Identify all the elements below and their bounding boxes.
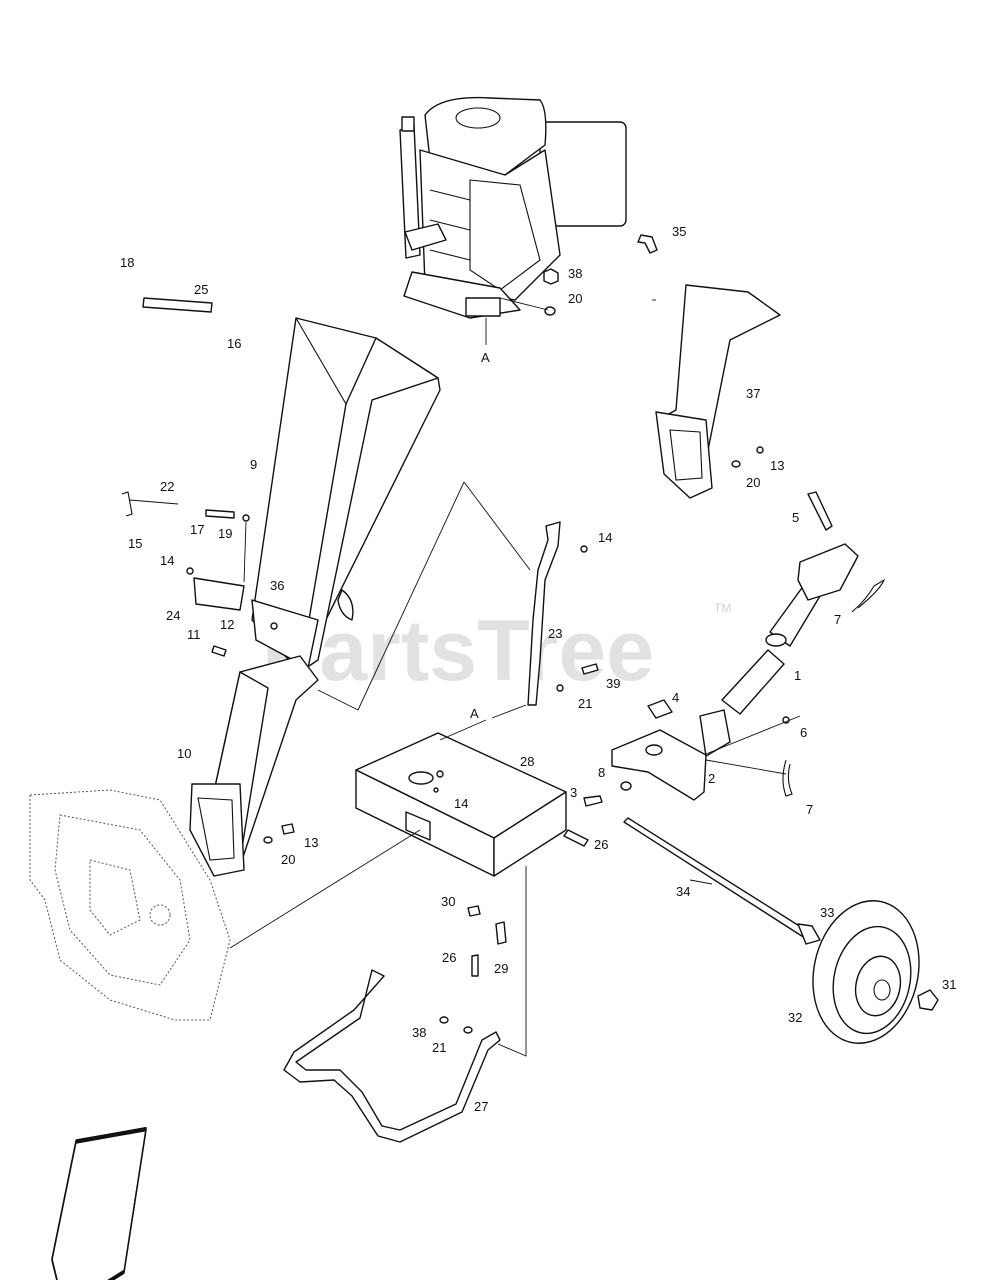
part-7-hairpin-upper[interactable] bbox=[851, 578, 886, 613]
callout-17: 17 bbox=[190, 522, 204, 537]
callout-24: 24 bbox=[166, 608, 180, 623]
callout-4: 4 bbox=[672, 690, 679, 705]
callout-26-frame: 26 bbox=[594, 837, 608, 852]
callout-21-lower: 21 bbox=[432, 1040, 446, 1055]
part-33-bushing[interactable] bbox=[797, 923, 821, 945]
reference-a-engine: A bbox=[481, 350, 490, 365]
callout-16: 16 bbox=[227, 336, 241, 351]
callout-13-lower: 13 bbox=[304, 835, 318, 850]
part-35-elbow[interactable] bbox=[637, 234, 658, 254]
chipper-housing-ghost bbox=[29, 789, 231, 1021]
callout-14-upper: 14 bbox=[598, 530, 612, 545]
callout-31: 31 bbox=[942, 977, 956, 992]
callout-32: 32 bbox=[788, 1010, 802, 1025]
part-27-leg-stand[interactable] bbox=[283, 969, 501, 1143]
callout-20-lower: 20 bbox=[281, 852, 295, 867]
callout-23: 23 bbox=[548, 626, 562, 641]
part-23-handle-rod[interactable] bbox=[527, 521, 561, 706]
part-4-pin[interactable] bbox=[647, 699, 673, 719]
part-28-frame[interactable] bbox=[355, 732, 567, 877]
callout-18: 18 bbox=[120, 255, 134, 270]
callout-13-upper: 13 bbox=[770, 458, 784, 473]
callout-33: 33 bbox=[820, 905, 834, 920]
callout-6: 6 bbox=[800, 725, 807, 740]
reference-a-frame: A bbox=[470, 706, 479, 721]
callout-22: 22 bbox=[160, 479, 174, 494]
callout-2: 2 bbox=[708, 771, 715, 786]
callout-15: 15 bbox=[128, 536, 142, 551]
callout-37: 37 bbox=[746, 386, 760, 401]
callout-26-lower: 26 bbox=[442, 950, 456, 965]
engine-nut-washer[interactable] bbox=[543, 268, 559, 316]
part-25-strip[interactable] bbox=[142, 297, 213, 313]
callout-20-engine: 20 bbox=[568, 291, 582, 306]
callout-20-chute: 20 bbox=[746, 475, 760, 490]
callout-10: 10 bbox=[177, 746, 191, 761]
callout-30: 30 bbox=[441, 894, 455, 909]
part-32-wheel[interactable] bbox=[800, 891, 932, 1053]
callout-1: 1 bbox=[794, 668, 801, 683]
callout-14-frame: 14 bbox=[454, 796, 468, 811]
part-tow-bracket-top[interactable] bbox=[797, 543, 859, 601]
callout-11: 11 bbox=[187, 627, 201, 642]
callout-7-upper: 7 bbox=[834, 612, 841, 627]
callout-21-upper: 21 bbox=[578, 696, 592, 711]
leader-lines bbox=[229, 297, 801, 1057]
callout-8: 8 bbox=[598, 765, 605, 780]
callout-38-lower: 38 bbox=[412, 1025, 426, 1040]
callout-9: 9 bbox=[250, 457, 257, 472]
watermark-text: PartsTree bbox=[262, 603, 654, 699]
engine-assembly[interactable] bbox=[399, 96, 627, 319]
part-18-flap-panel[interactable] bbox=[51, 1127, 147, 1280]
part-2-tow-bracket[interactable] bbox=[611, 709, 731, 801]
callout-14-left: 14 bbox=[160, 553, 174, 568]
callout-3: 3 bbox=[570, 785, 577, 800]
part-10-lower-chute[interactable] bbox=[189, 655, 319, 877]
callout-28: 28 bbox=[520, 754, 534, 769]
callout-5: 5 bbox=[792, 510, 799, 525]
part-7-hairpin-lower[interactable] bbox=[782, 759, 793, 797]
hardware-items[interactable] bbox=[121, 446, 790, 1034]
callout-labels: 1 2 3 4 5 6 7 7 8 9 10 11 12 13 13 14 14… bbox=[120, 224, 956, 1114]
callout-35: 35 bbox=[672, 224, 686, 239]
part-5-pin[interactable] bbox=[807, 491, 833, 531]
callout-27: 27 bbox=[474, 1099, 488, 1114]
part-34-axle[interactable] bbox=[623, 817, 813, 941]
part-37-discharge-chute[interactable] bbox=[655, 284, 781, 499]
part-8-washer[interactable] bbox=[620, 781, 632, 791]
callout-39: 39 bbox=[606, 676, 620, 691]
callout-12: 12 bbox=[220, 617, 234, 632]
callout-25: 25 bbox=[194, 282, 208, 297]
callout-7-lower: 7 bbox=[806, 802, 813, 817]
callout-36: 36 bbox=[270, 578, 284, 593]
watermark-trademark: TM bbox=[714, 601, 731, 615]
callout-34: 34 bbox=[676, 884, 690, 899]
callout-38-engine: 38 bbox=[568, 266, 582, 281]
part-9-hopper[interactable] bbox=[251, 317, 441, 673]
callout-19: 19 bbox=[218, 526, 232, 541]
part-31-hub-cap[interactable] bbox=[917, 989, 939, 1011]
callout-29: 29 bbox=[494, 961, 508, 976]
